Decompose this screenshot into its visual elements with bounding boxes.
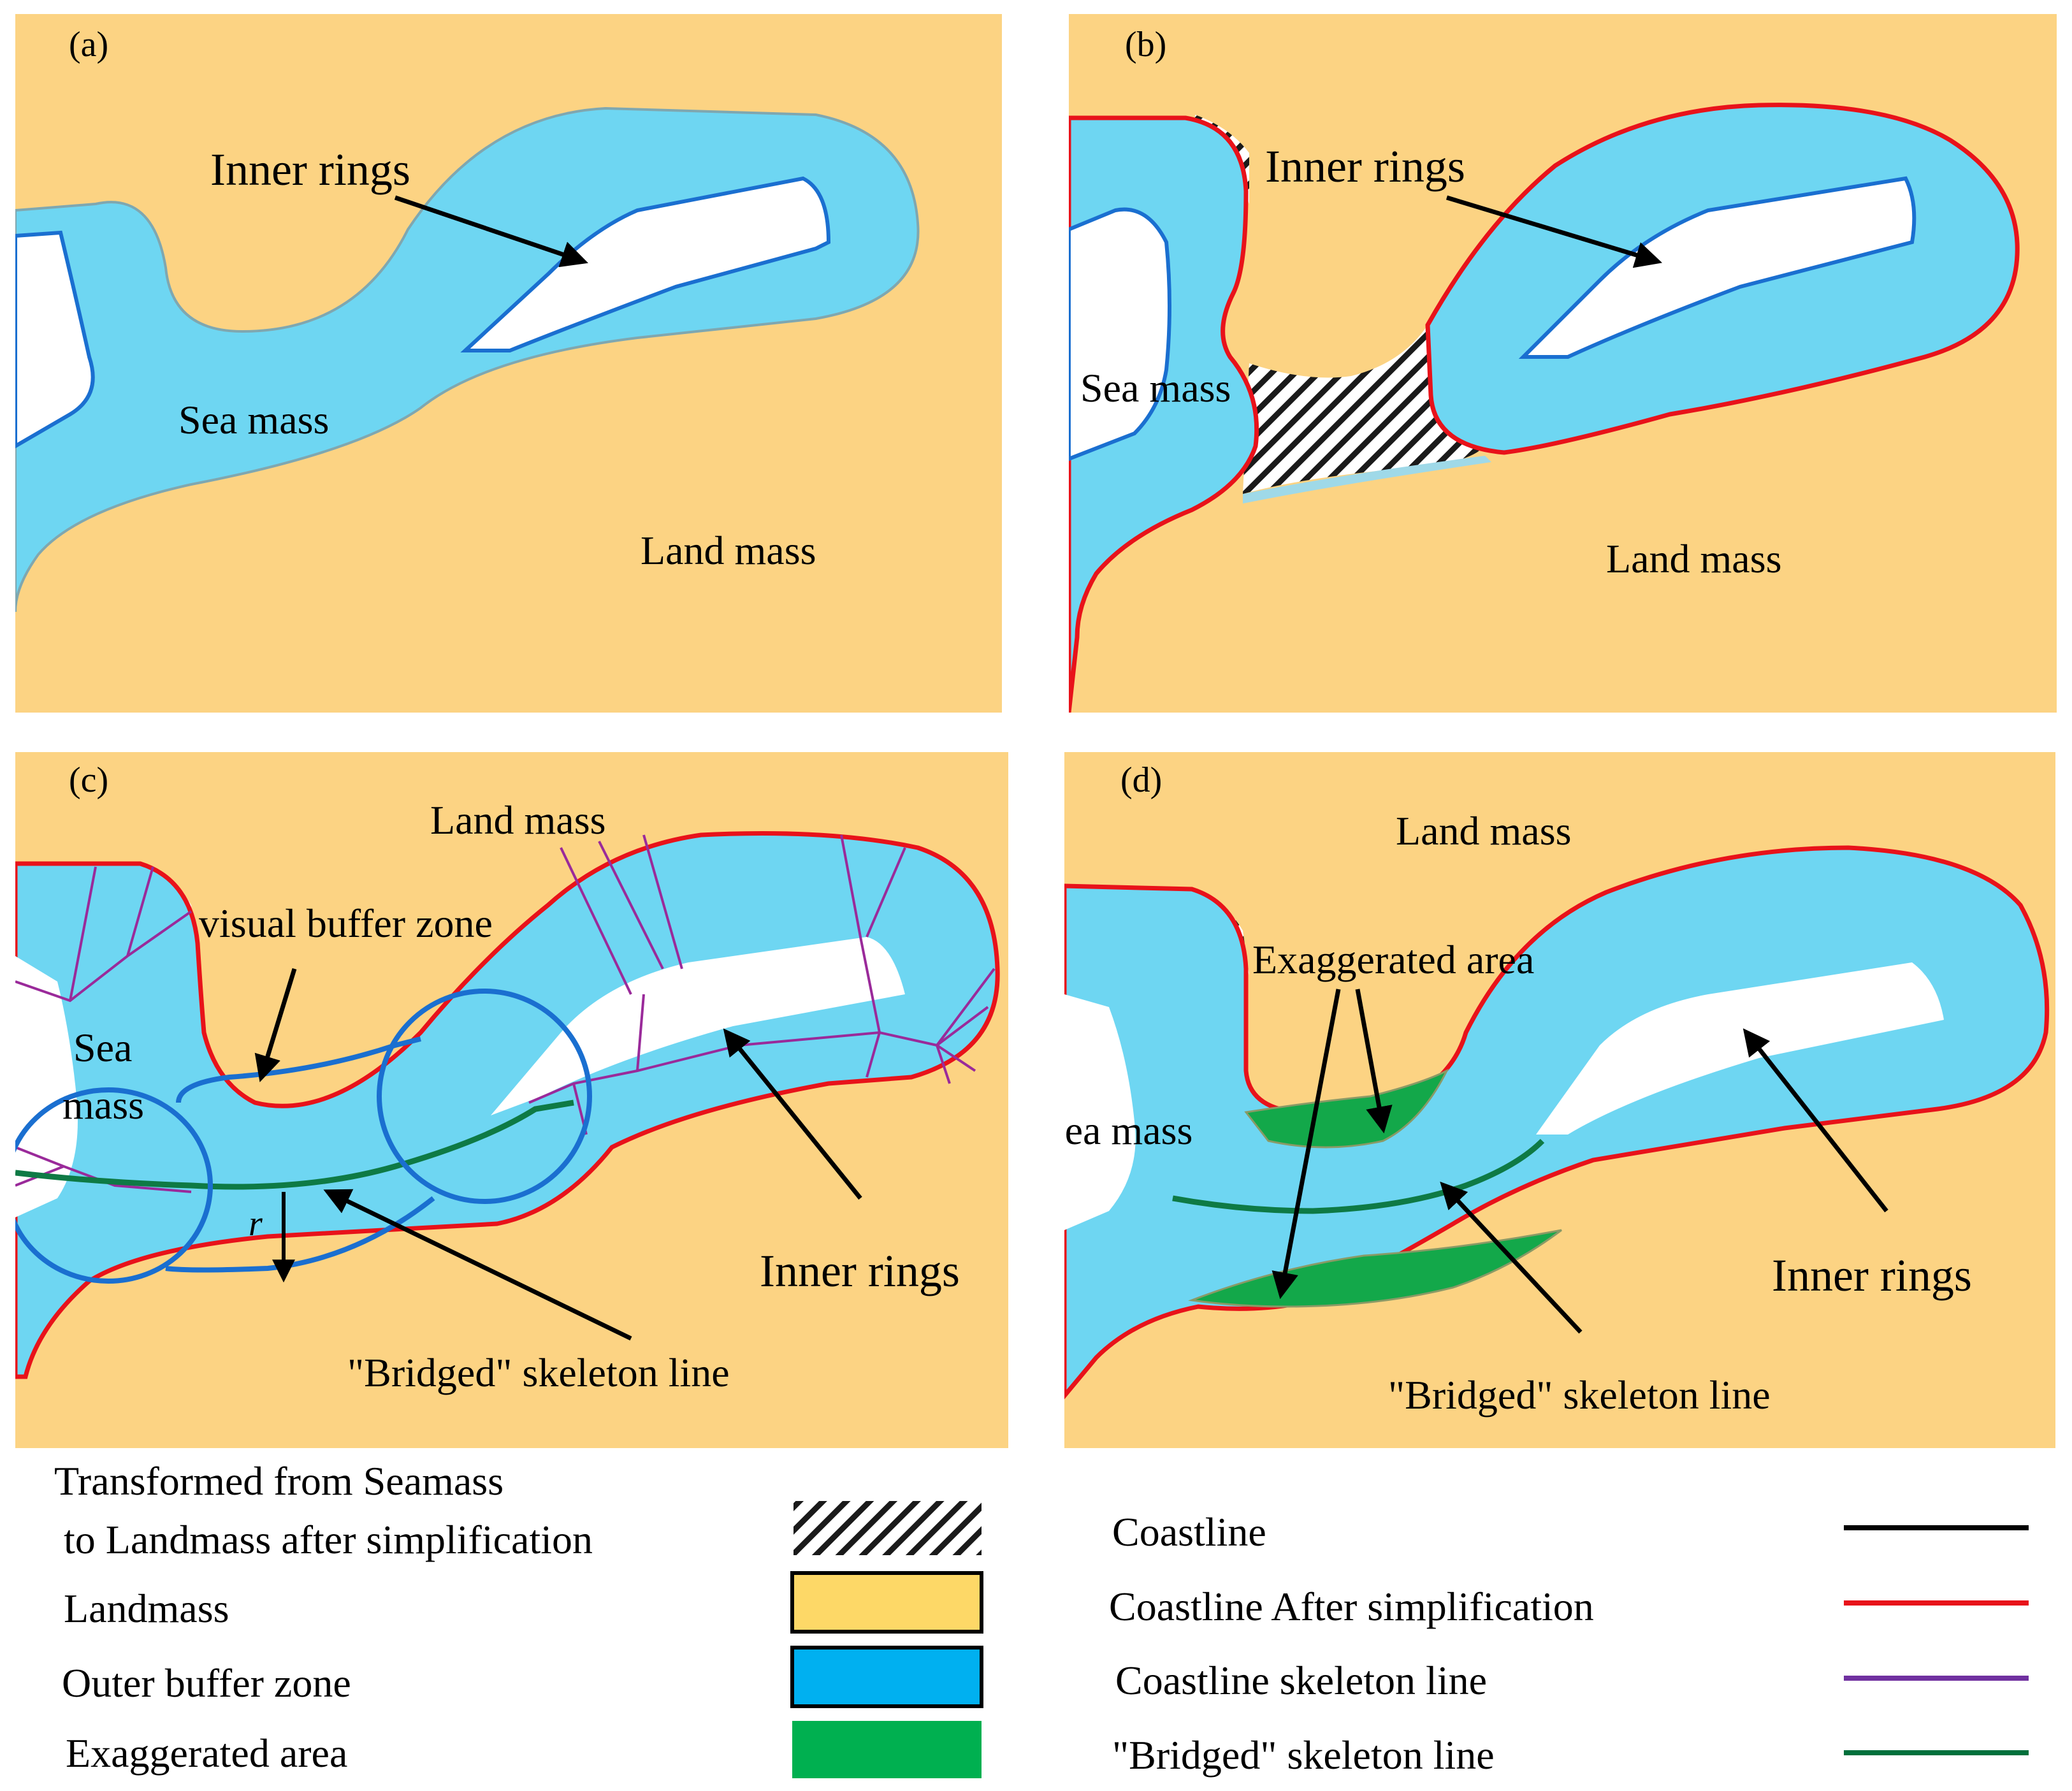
legend-label-landmass: Landmass (64, 1586, 229, 1631)
panel-b: (b) Inner rings Sea mass Land mass (1069, 14, 2057, 713)
coastline-skeleton-lines (15, 834, 996, 1193)
legend-label-hatched-line2: to Landmass after simplification (64, 1517, 593, 1562)
hatched-converted-area (1243, 325, 1485, 494)
legend-swatch-outer-buffer (790, 1646, 983, 1708)
panel-c: (c) Land mass visual buffer zone Sea mas… (15, 752, 1008, 1448)
label-sea-line2: mass (62, 1082, 144, 1128)
legend-label-exaggerated: Exaggerated area (66, 1730, 347, 1776)
legend-swatch-exaggerated (792, 1721, 982, 1778)
label-inner-rings: Inner rings (760, 1245, 960, 1296)
panel-tag: (a) (69, 25, 108, 64)
sea-open-water (15, 230, 95, 449)
arrow-inner-rings (394, 195, 588, 268)
sea-open-water (1064, 994, 1136, 1230)
legend-right: Coastline Coastline After simplification… (1109, 1509, 2029, 1778)
legend-label-hatched-line1: Transformed from Seamass (54, 1458, 504, 1504)
arrow-inner-rings (1742, 1028, 1888, 1213)
exaggerated-area-top (1244, 1068, 1449, 1149)
label-sea-mass: Sea mass (1080, 365, 1231, 410)
legend-swatch-landmass (790, 1571, 983, 1634)
label-exaggerated-area: Exaggerated area (1252, 937, 1534, 982)
label-land-mass: Land mass (1396, 808, 1572, 853)
panel-d: (d) Land mass Exaggerated area Sea mass … (1042, 752, 2055, 1448)
arrow-inner-rings (1445, 195, 1663, 268)
inner-ring (460, 176, 831, 352)
label-inner-rings: Inner rings (210, 144, 410, 195)
label-inner-rings: Inner rings (1265, 141, 1465, 192)
sea-bottom-strip (1243, 456, 1491, 504)
inner-ring (491, 937, 905, 1115)
label-inner-rings: Inner rings (1772, 1250, 1972, 1301)
label-sea-line1: Sea (73, 1025, 132, 1070)
panel-tag: (d) (1120, 760, 1162, 800)
legend-left: Transformed from Seamass to Landmass aft… (54, 1458, 983, 1778)
legend: Transformed from Seamass to Landmass aft… (54, 1458, 2029, 1778)
panel-a: (a) Inner rings Sea mass Land mass (15, 14, 1002, 713)
arrow-bridged-skeleton (1440, 1181, 1583, 1334)
arrow-bridged-skeleton (323, 1189, 632, 1341)
arrow-visual-buffer-zone (254, 968, 297, 1083)
label-land-mass: Land mass (641, 528, 816, 573)
legend-label-skeleton: Coastline skeleton line (1115, 1658, 1487, 1703)
label-land-mass: Land mass (1606, 536, 1782, 581)
bridged-skeleton-line (1172, 1138, 1545, 1214)
label-radius: r (249, 1204, 263, 1244)
label-bridged-skeleton: "Bridged" skeleton line (1388, 1372, 1771, 1418)
panel-tag: (c) (69, 760, 108, 800)
label-visual-buffer-zone: visual buffer zone (199, 901, 493, 946)
panel-tag: (b) (1125, 25, 1166, 64)
label-bridged-skeleton: "Bridged" skeleton line (347, 1350, 730, 1395)
inner-ring (1536, 962, 1944, 1135)
arrow-exaggerated-top (1355, 989, 1393, 1134)
sea-open-water (1069, 207, 1171, 461)
legend-swatch-hatched (793, 1501, 982, 1555)
legend-label-bridged: "Bridged" skeleton line (1112, 1732, 1495, 1778)
sea-open-water (15, 956, 78, 1217)
legend-label-coastline: Coastline (1112, 1509, 1266, 1555)
arrow-exaggerated-bottom (1271, 989, 1341, 1300)
legend-label-coastline-simplified: Coastline After simplification (1109, 1584, 1594, 1629)
label-sea-mass: Sea mass (1042, 1108, 1192, 1153)
bridged-skeleton-line (15, 1099, 574, 1190)
label-land-mass: Land mass (430, 797, 606, 843)
label-sea-mass: Sea mass (178, 397, 329, 442)
legend-label-outer-buffer: Outer buffer zone (62, 1660, 351, 1706)
arrow-inner-rings (723, 1028, 862, 1200)
